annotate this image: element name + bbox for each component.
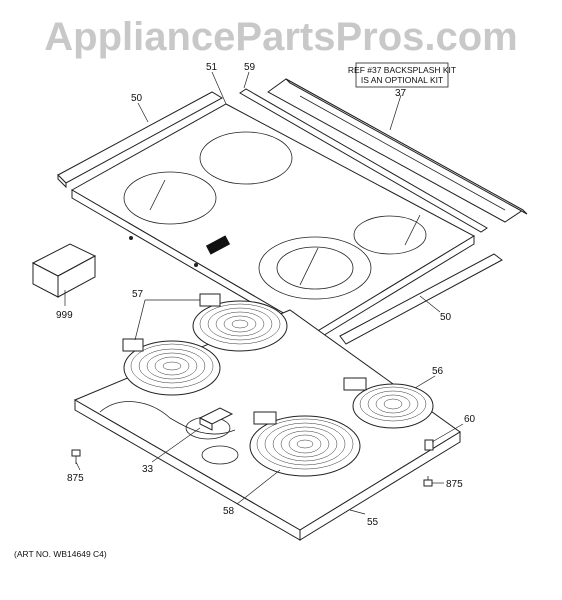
callouts: 50 51 59 37 999 57 50 56 60 875 875 33 5… xyxy=(56,62,476,528)
burner-element-56 xyxy=(343,377,434,429)
callout-58: 58 xyxy=(223,506,235,517)
callout-37: 37 xyxy=(395,88,407,99)
backsplash-note: REF #37 BACKSPLASH KIT IS AN OPTIONAL KI… xyxy=(348,62,456,88)
note-box xyxy=(355,62,449,88)
control-pad xyxy=(205,235,231,255)
callout-57: 57 xyxy=(132,289,144,300)
callout-50-upper: 50 xyxy=(131,93,143,104)
watermark-text: AppliancePartsPros.com xyxy=(44,15,518,59)
callout-51: 51 xyxy=(206,62,218,73)
trim-strip-lower xyxy=(339,253,503,345)
callout-33: 33 xyxy=(142,464,154,475)
callout-55: 55 xyxy=(367,517,379,528)
limiter-switch xyxy=(198,407,234,431)
callout-875-right: 875 xyxy=(446,479,463,490)
callout-56: 56 xyxy=(432,366,444,377)
gasket-box xyxy=(31,243,97,298)
callout-59: 59 xyxy=(244,62,256,73)
callout-50-lower: 50 xyxy=(440,312,452,323)
note-line-1: REF #37 BACKSPLASH KIT xyxy=(348,65,456,75)
note-line-2: IS AN OPTIONAL KIT xyxy=(361,75,443,85)
burner-element-57-back xyxy=(192,293,288,352)
backsplash xyxy=(267,78,528,223)
seal-strip xyxy=(239,88,488,233)
screw-left xyxy=(71,449,81,464)
callout-999: 999 xyxy=(56,310,73,321)
art-number: (ART NO. WB14649 C4) xyxy=(14,549,107,559)
callout-60: 60 xyxy=(464,414,476,425)
trim-strip-upper xyxy=(57,91,224,189)
burner-element-57-front xyxy=(122,338,221,396)
burner-element-58 xyxy=(249,411,361,477)
screw-right xyxy=(423,476,433,487)
leader-lines xyxy=(64,71,464,515)
clip xyxy=(424,439,434,451)
callout-875-left: 875 xyxy=(67,473,84,484)
